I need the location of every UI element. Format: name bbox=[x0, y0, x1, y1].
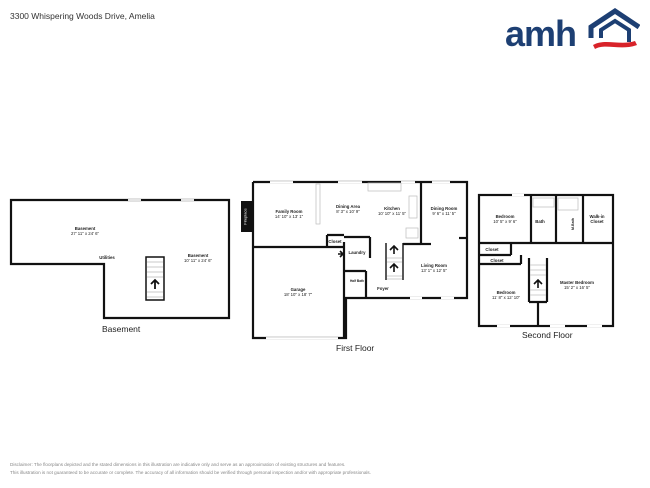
room-name: Laundry bbox=[349, 250, 367, 255]
room-name: Bedroom bbox=[496, 214, 515, 219]
room-name: Kitchen bbox=[384, 206, 400, 211]
room-name: Closet bbox=[590, 219, 604, 224]
stair-up-arrow-icon bbox=[389, 244, 399, 254]
room-name: Bedroom bbox=[497, 290, 516, 295]
basement-floor-label: Basement bbox=[102, 324, 141, 334]
room-dims: 10' 10" x 11' 5" bbox=[378, 211, 406, 216]
house-roof-icon bbox=[588, 8, 640, 49]
room-name: Family Room bbox=[276, 209, 303, 214]
room-name: Half Bath bbox=[350, 279, 364, 283]
address-title: 3300 Whispering Woods Drive, Amelia bbox=[10, 11, 155, 21]
room-name: Master Bedroom bbox=[560, 280, 594, 285]
room-name: Basement bbox=[75, 226, 96, 231]
room-dims: 13' 1" x 12' 5" bbox=[421, 268, 447, 273]
room-dims: 9' 6" x 11' 5" bbox=[432, 211, 456, 216]
door-arrow-icon bbox=[338, 250, 345, 258]
room-name: Bath bbox=[535, 219, 545, 224]
disclaimer-line-1: Disclaimer: The floorplans depicted and … bbox=[10, 462, 346, 467]
logo-text: amh bbox=[505, 13, 577, 54]
room-dims: 15' 2" x 16' 5" bbox=[564, 285, 590, 290]
room-dims: 8' 3" x 10' 9" bbox=[336, 209, 360, 214]
room-name: Closet bbox=[485, 247, 499, 252]
room-name: Living Room bbox=[421, 263, 447, 268]
stair-up-arrow-icon bbox=[150, 278, 160, 289]
stair-up-arrow-icon bbox=[389, 262, 399, 272]
room-name: Garage bbox=[291, 287, 306, 292]
room-name: Dining Room bbox=[431, 206, 458, 211]
room-dims: 27' 11" x 24' 6" bbox=[71, 231, 99, 236]
second-floor-label: Second Floor bbox=[522, 330, 573, 340]
stair-up-arrow-icon bbox=[533, 278, 543, 288]
room-name: Basement bbox=[188, 253, 209, 258]
basement-outline bbox=[9, 198, 231, 320]
room-name: Foyer bbox=[377, 286, 389, 291]
fireplace bbox=[241, 201, 252, 232]
room-dims: 10' 11" x 24' 6" bbox=[184, 258, 212, 263]
amh-logo: amh bbox=[505, 8, 640, 54]
room-name: M.Bath bbox=[571, 218, 575, 230]
fireplace-label: Fireplace bbox=[243, 208, 248, 225]
room-name: Dining Area bbox=[336, 204, 361, 209]
room-dims: 11' 8" x 12' 10" bbox=[492, 295, 520, 300]
room-name: Utilities bbox=[99, 255, 115, 260]
room-dims: 10' 5" x 9' 6" bbox=[493, 219, 517, 224]
room-name: Walk-in bbox=[589, 214, 604, 219]
disclaimer-line-2: This illustration is not guaranteed to b… bbox=[10, 470, 371, 475]
room-name: Closet bbox=[328, 239, 342, 244]
room-dims: 14' 10" x 13' 1" bbox=[275, 214, 304, 219]
room-name: Closet bbox=[490, 258, 504, 263]
first-floor-label: First Floor bbox=[336, 343, 375, 353]
room-dims: 18' 10" x 18' 7" bbox=[284, 292, 313, 297]
